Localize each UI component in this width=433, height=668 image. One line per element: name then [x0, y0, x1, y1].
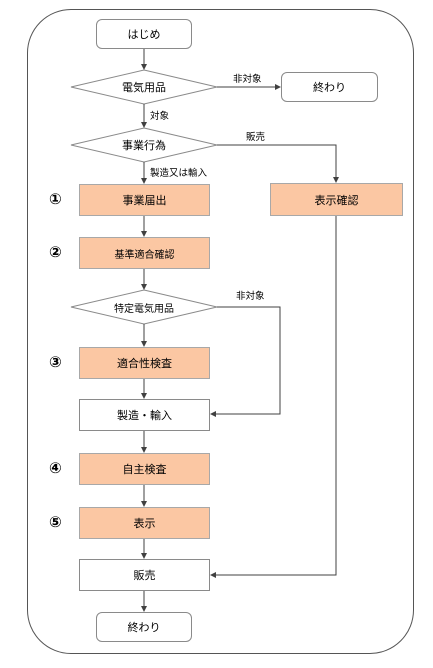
node-start: はじめ	[96, 19, 192, 49]
step-number-5: ⑤	[49, 513, 62, 531]
flowchart-frame	[27, 9, 414, 654]
step-number-2: ②	[49, 243, 62, 261]
step-number-3: ③	[49, 353, 62, 371]
edge-display-check-to-sales	[210, 216, 337, 578]
label-electric-goods: 電気用品	[122, 81, 166, 94]
node-display-check: 表示確認	[270, 183, 403, 216]
node-manufacture-import: 製造・輸入	[79, 399, 210, 431]
node-standard-check: 基準適合確認	[79, 237, 210, 269]
edge-label-not-applicable-1: 非対象	[233, 74, 262, 85]
label-business-act: 事業行為	[122, 139, 166, 152]
step-number-1: ①	[49, 190, 62, 208]
edge-label-applicable: 対象	[150, 111, 170, 122]
edge-label-sales: 販売	[246, 132, 266, 143]
edge-label-not-applicable-2: 非対象	[236, 291, 265, 302]
edge-specific-goods-to-manufacture	[210, 306, 281, 417]
node-sales: 販売	[79, 559, 210, 591]
step-number-4: ④	[49, 459, 62, 477]
node-self-inspection: 自主検査	[79, 453, 210, 485]
node-end-top: 終わり	[281, 72, 378, 102]
node-display: 表示	[79, 507, 210, 539]
edge-label-manufacture-or-import: 製造又は輸入	[150, 168, 208, 179]
edge-business-act-to-display-check	[217, 144, 339, 183]
node-notification: 事業届出	[79, 184, 210, 216]
node-end-bottom: 終わり	[96, 612, 192, 642]
node-conformity-inspection: 適合性検査	[79, 347, 210, 379]
label-specific-goods: 特定電気用品	[114, 303, 174, 315]
